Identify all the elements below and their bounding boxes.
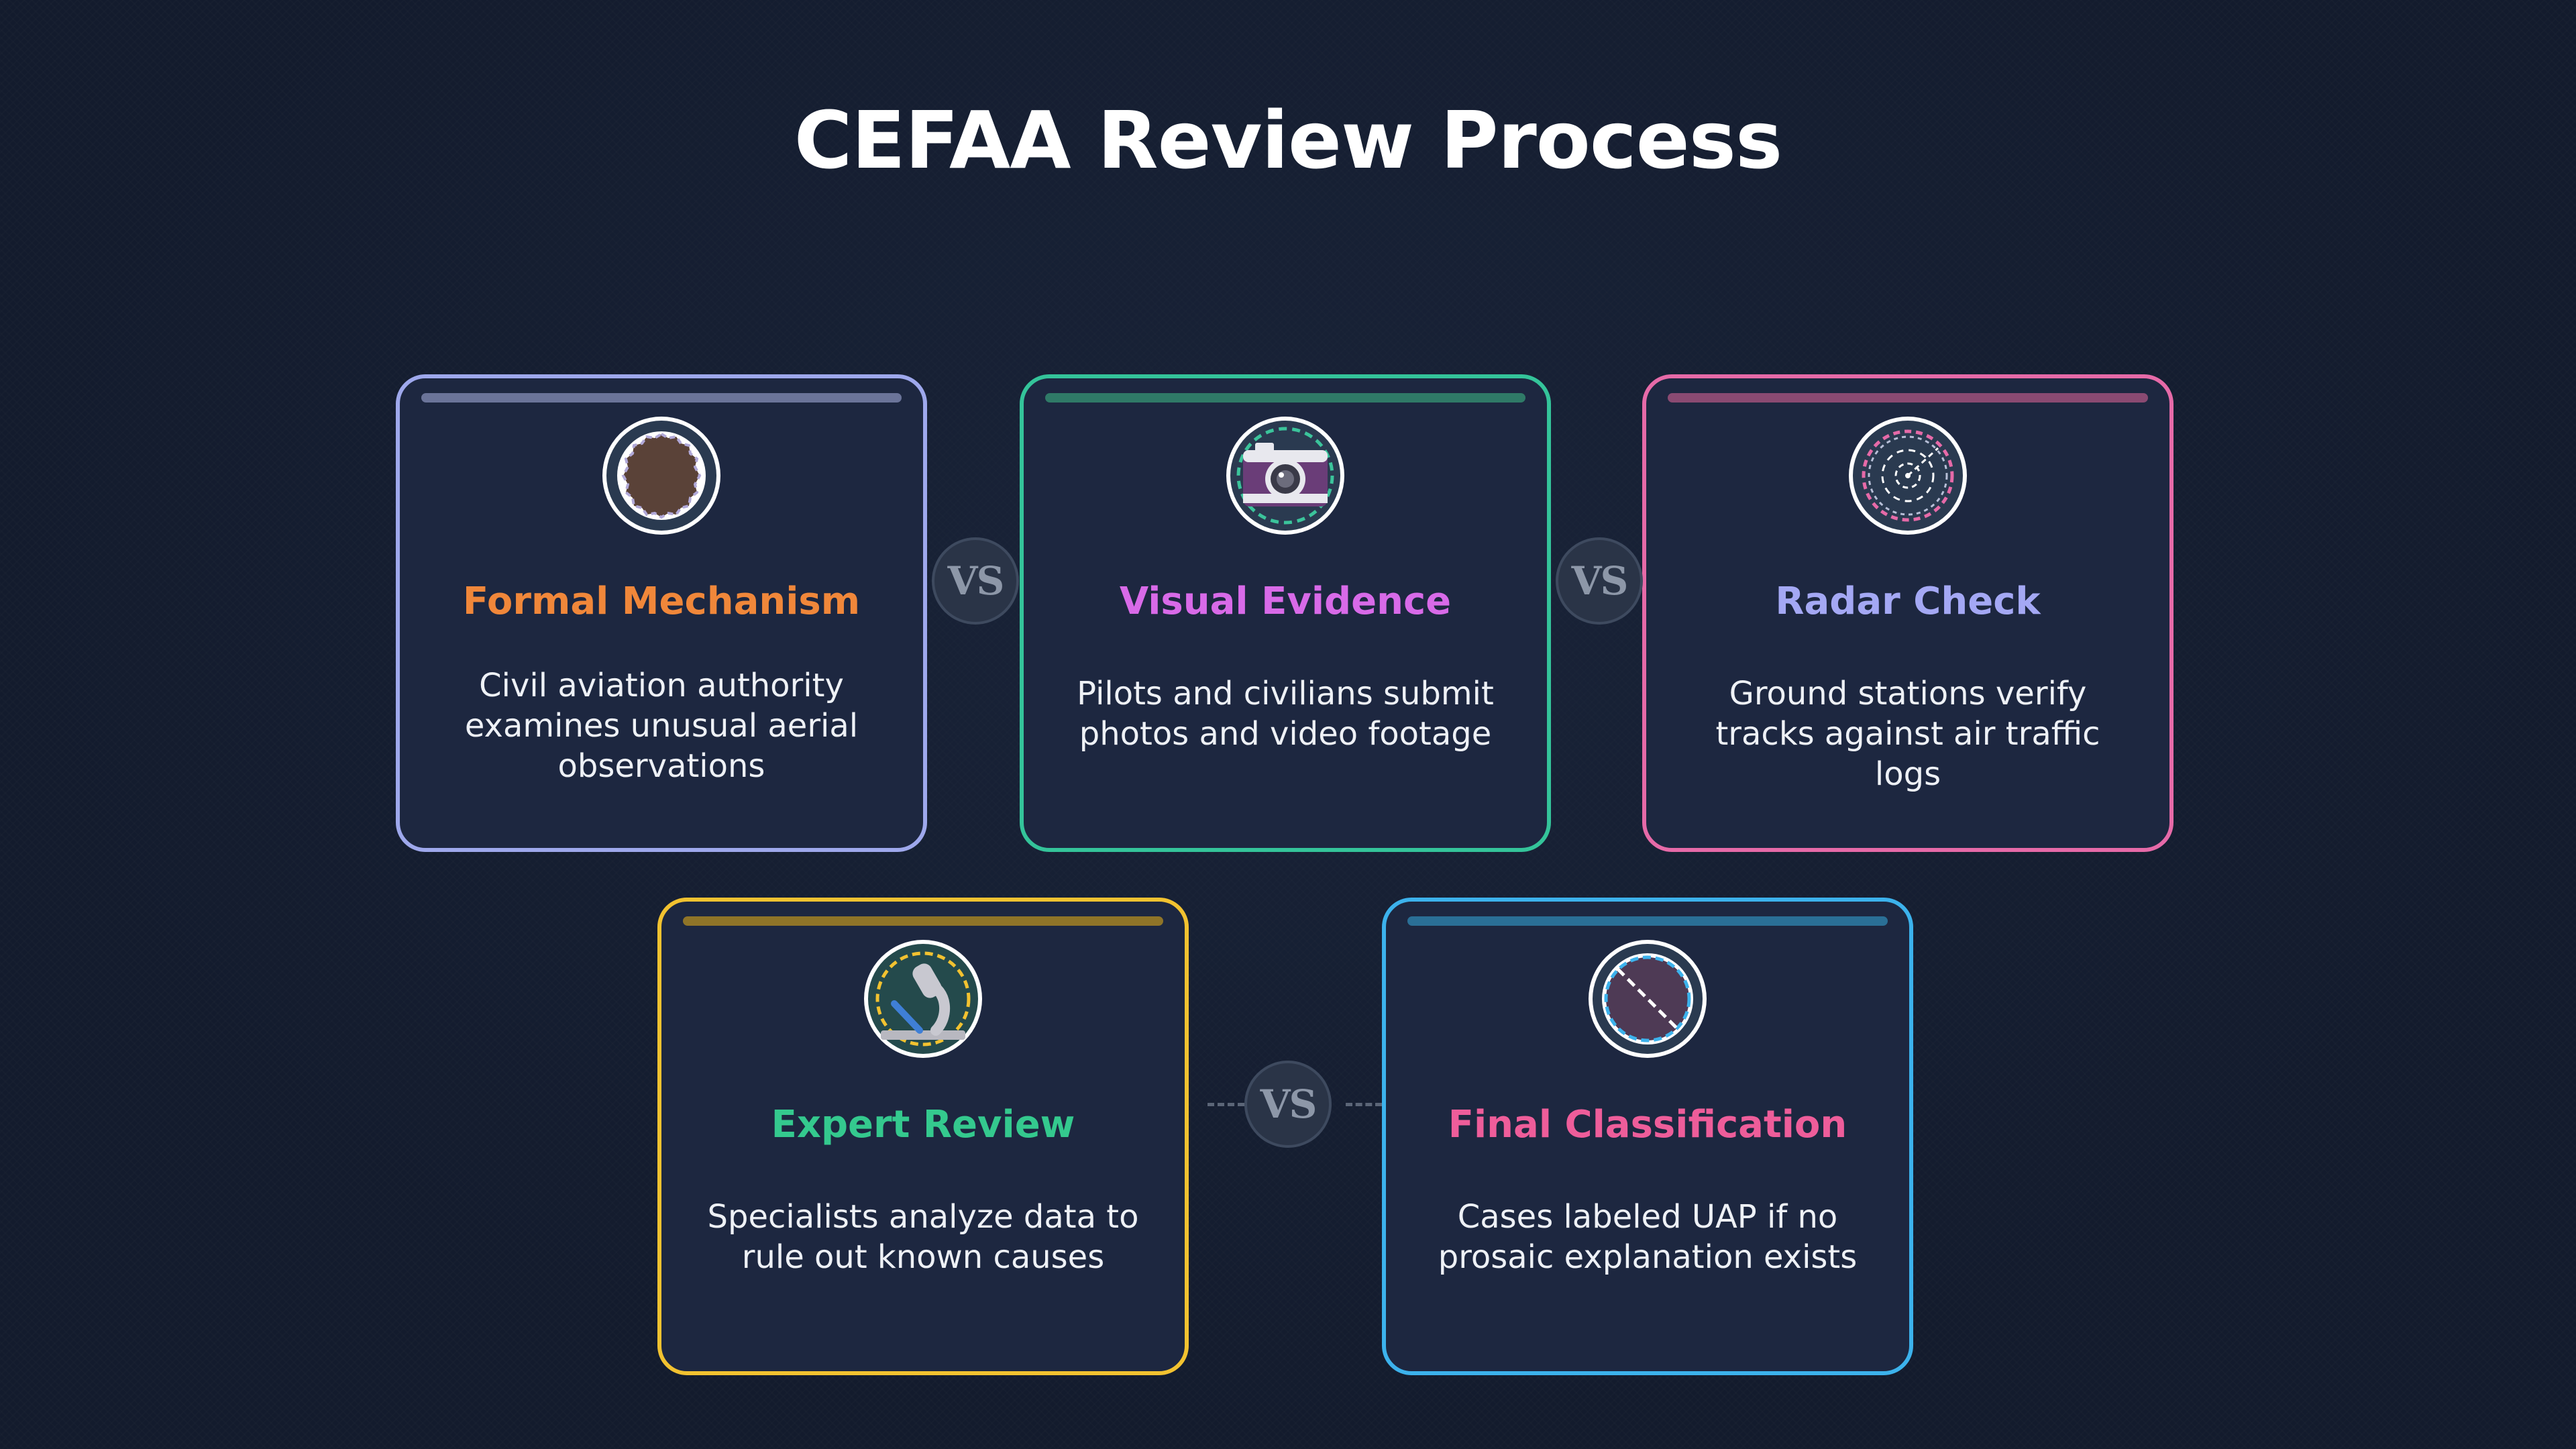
prohibited-icon	[1589, 940, 1707, 1058]
card-top-bar	[1407, 916, 1888, 926]
vs-connector-1-2: VS	[932, 537, 1019, 625]
card-top-bar	[421, 393, 902, 402]
camera-icon	[1226, 417, 1344, 535]
microscope-icon	[864, 940, 982, 1058]
card-radar-check: Radar Check Ground stations verify track…	[1642, 374, 2174, 852]
card-description: Cases labeled UAP if no prosaic explanat…	[1438, 1198, 1858, 1276]
seal-icon	[602, 417, 720, 535]
connector-line	[1208, 1103, 1275, 1106]
card-title: Radar Check	[1775, 580, 2041, 623]
card-top-bar	[683, 916, 1163, 926]
connector-line	[1346, 1103, 1382, 1106]
card-description: Civil aviation authority examines unusua…	[464, 667, 859, 785]
vs-connector-2-3: VS	[1556, 537, 1643, 625]
radar-icon	[1849, 417, 1967, 535]
card-title: Expert Review	[771, 1103, 1075, 1146]
card-top-bar	[1045, 393, 1525, 402]
card-expert-review: Expert Review Specialists analyze data t…	[657, 898, 1189, 1375]
card-description: Ground stations verify tracks against ai…	[1715, 675, 2100, 793]
card-title: Final Classification	[1448, 1103, 1847, 1146]
card-description: Specialists analyze data to rule out kno…	[707, 1198, 1139, 1276]
card-description: Pilots and civilians submit photos and v…	[1077, 675, 1494, 753]
page-title: CEFAA Review Process	[794, 94, 1783, 186]
card-formal-mechanism: Formal Mechanism Civil aviation authorit…	[396, 374, 927, 852]
card-visual-evidence: Visual Evidence Pilots and civilians sub…	[1020, 374, 1551, 852]
card-final-classification: Final Classification Cases labeled UAP i…	[1382, 898, 1913, 1375]
card-top-bar	[1668, 393, 2148, 402]
card-title: Formal Mechanism	[462, 580, 861, 623]
vs-connector-4-5: VS	[1244, 1061, 1332, 1148]
card-title: Visual Evidence	[1119, 580, 1452, 623]
